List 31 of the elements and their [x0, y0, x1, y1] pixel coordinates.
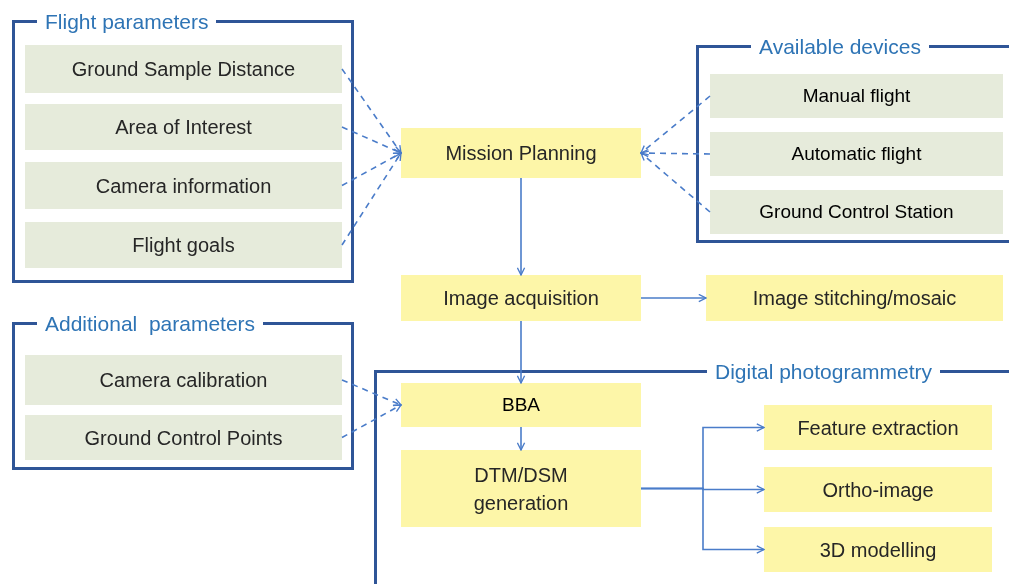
arrow — [640, 95, 711, 154]
process-box: Mission Planning — [401, 128, 641, 178]
parameter-box: Camera information — [25, 162, 342, 209]
arrow — [341, 68, 402, 154]
process-box: Image acquisition — [401, 275, 641, 321]
process-box: 3D modelling — [764, 527, 992, 572]
parameter-box: Manual flight — [710, 74, 1003, 118]
process-box: Feature extraction — [764, 405, 992, 450]
process-box: BBA — [401, 383, 641, 427]
arrow — [341, 379, 402, 407]
arrow — [640, 152, 711, 213]
parameter-box: Ground Sample Distance — [25, 45, 342, 93]
parameter-box: Automatic flight — [710, 132, 1003, 176]
arrow — [516, 177, 526, 276]
parameter-box: Ground Control Points — [25, 415, 342, 460]
arrow — [341, 152, 402, 246]
arrow — [341, 404, 402, 439]
parameter-box: Area of Interest — [25, 104, 342, 150]
arrow — [516, 320, 526, 384]
arrow — [341, 126, 402, 155]
process-box: DTM/DSM generation — [401, 450, 641, 527]
arrow — [640, 487, 765, 554]
parameter-box: Ground Control Station — [710, 190, 1003, 234]
process-box: Ortho-image — [764, 467, 992, 512]
arrow — [516, 426, 526, 451]
process-box: Image stitching/mosaic — [706, 275, 1003, 321]
arrow — [341, 152, 402, 187]
arrow — [640, 293, 707, 303]
parameter-box: Camera calibration — [25, 355, 342, 405]
parameter-box: Flight goals — [25, 222, 342, 268]
arrow — [640, 148, 711, 158]
